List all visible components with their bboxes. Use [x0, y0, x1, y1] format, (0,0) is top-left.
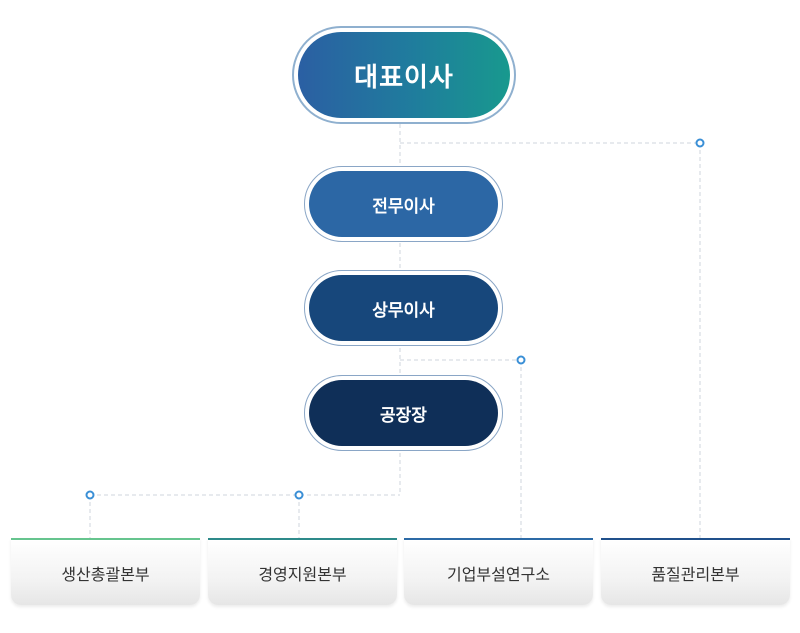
senior-managing-director-label: 전무이사: [309, 171, 498, 237]
quality-junction-dot: [695, 138, 705, 148]
division-production: 생산총괄본부: [11, 538, 200, 605]
senior-managing-director-node: 전무이사: [304, 166, 503, 242]
division-research-institute-label: 기업부설연구소: [446, 564, 551, 584]
research-junction-dot: [516, 355, 526, 365]
managing-director-node: 상무이사: [304, 270, 503, 346]
plant-manager-node: 공장장: [304, 375, 503, 451]
ceo-label: 대표이사: [298, 32, 510, 118]
division-production-label: 생산총괄본부: [61, 564, 150, 584]
ceo-node: 대표이사: [292, 26, 516, 124]
production-junction-dot: [85, 490, 95, 500]
division-quality-management-label: 품질관리본부: [651, 564, 740, 584]
division-management-support: 경영지원본부: [208, 538, 397, 605]
division-research-institute: 기업부설연구소: [404, 538, 593, 605]
division-management-support-label: 경영지원본부: [258, 564, 347, 584]
division-quality-management: 품질관리본부: [601, 538, 790, 605]
plant-manager-label: 공장장: [309, 380, 498, 446]
management-junction-dot: [294, 490, 304, 500]
managing-director-label: 상무이사: [309, 275, 498, 341]
